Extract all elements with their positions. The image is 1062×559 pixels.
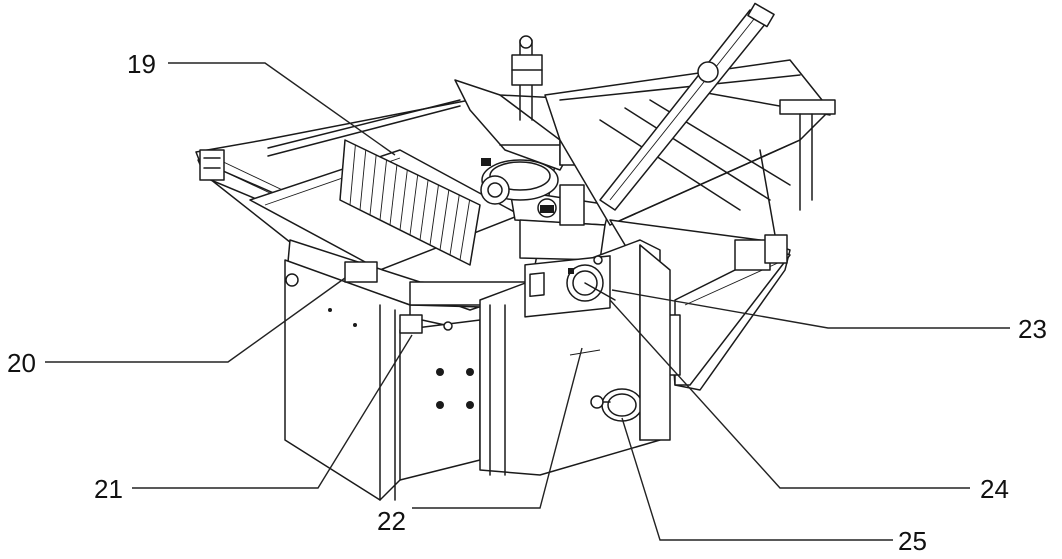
- fence-fin: [379, 159, 387, 221]
- rail-end-clamp: [199, 149, 225, 181]
- machine-illustration: [195, 2, 836, 501]
- fence-fin: [389, 164, 398, 226]
- callout-21: 21: [94, 474, 123, 504]
- finned-fence: [339, 139, 481, 266]
- fence-fin: [449, 194, 460, 256]
- dust-port: [590, 388, 643, 422]
- callout-19: 19: [127, 49, 156, 79]
- leader-24: [609, 299, 970, 489]
- leader-25: [621, 417, 893, 541]
- callout-25: 25: [898, 526, 927, 556]
- leader-23: [611, 289, 1010, 329]
- fence-fin: [369, 154, 377, 216]
- fence-fin: [469, 204, 481, 266]
- fence-fin: [409, 174, 419, 236]
- table-lock: [344, 261, 378, 283]
- fence-fin: [399, 169, 408, 231]
- control-dial: [566, 255, 616, 302]
- leader-lines: [45, 62, 1010, 541]
- callout-23: 23: [1018, 314, 1047, 344]
- fence-fin: [349, 144, 356, 206]
- callout-20: 20: [7, 348, 36, 378]
- leader-21: [132, 334, 413, 489]
- lever-handle: [399, 314, 453, 334]
- fence-fin: [339, 139, 346, 201]
- leader-20: [45, 277, 346, 363]
- fence-fin: [359, 149, 367, 211]
- callout-labels: 19 20 21 22 23 24 25: [7, 49, 1047, 556]
- fence-fin: [429, 184, 439, 246]
- leader-19: [168, 62, 396, 156]
- fence-fin: [419, 179, 429, 241]
- leader-22: [412, 347, 583, 509]
- sliding-table-frame: [544, 59, 831, 226]
- callout-24: 24: [980, 474, 1009, 504]
- fence-fin: [459, 199, 471, 261]
- callout-22: 22: [377, 506, 406, 536]
- fence-fin: [439, 189, 450, 251]
